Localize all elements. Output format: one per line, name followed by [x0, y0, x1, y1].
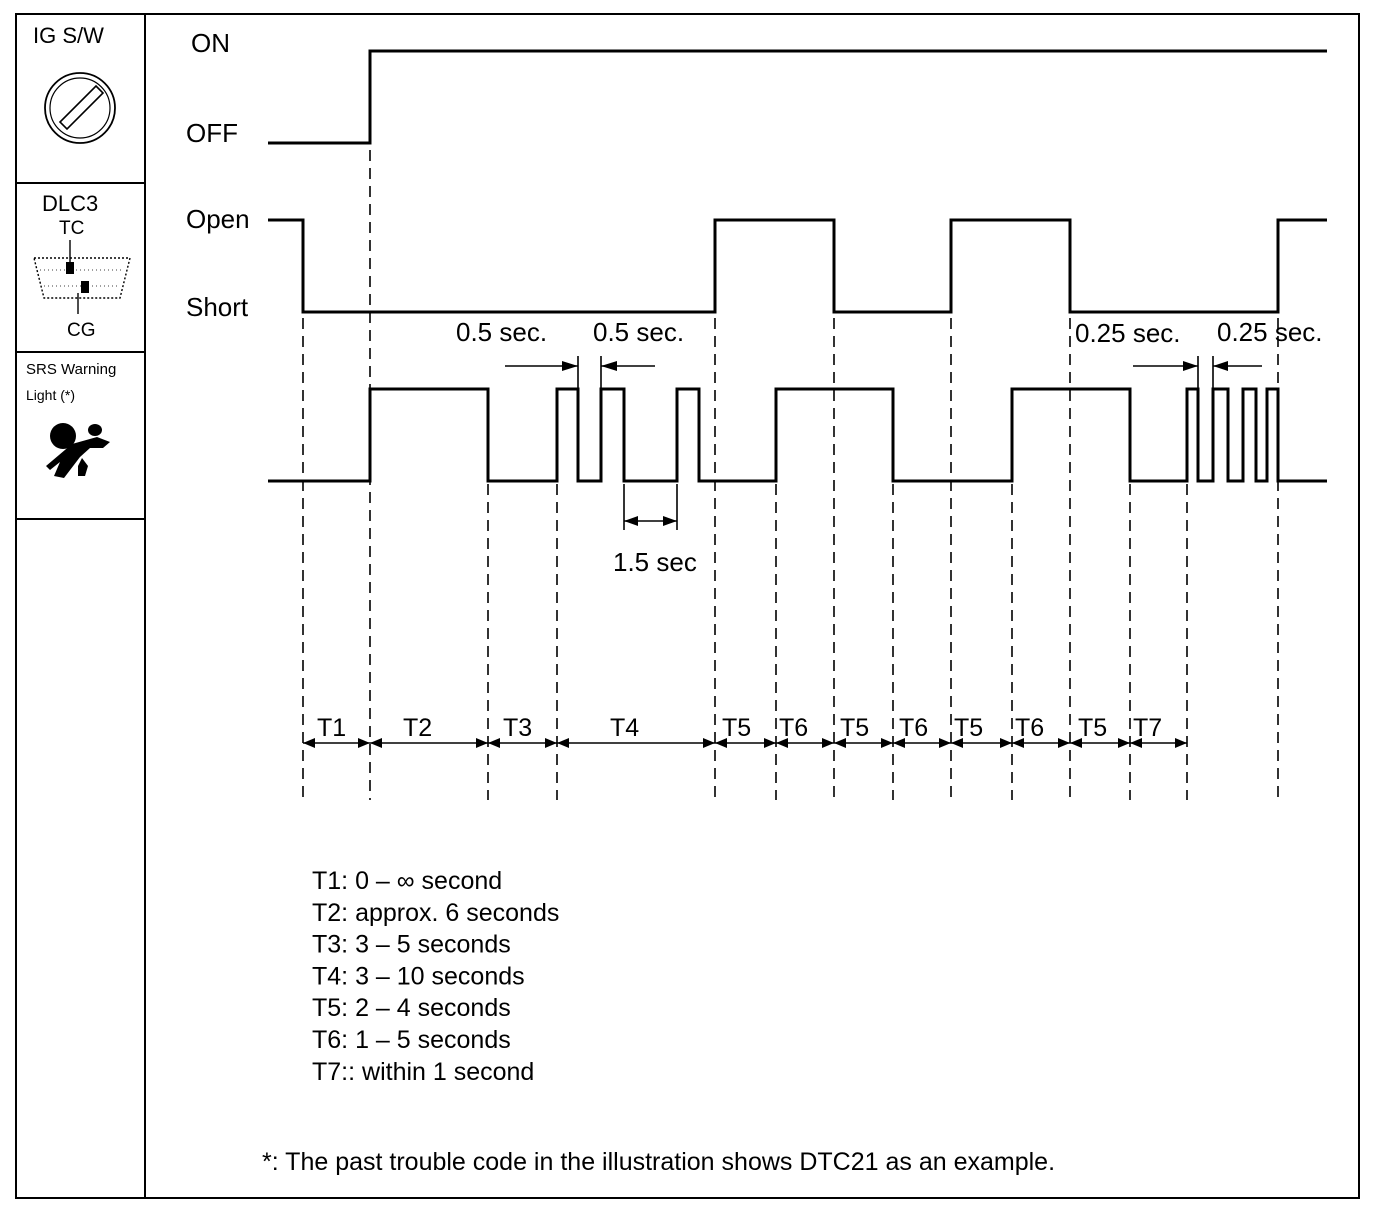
half-sec-dimension [505, 356, 655, 392]
srs-title: SRS Warning [26, 361, 116, 378]
ig-switch-title: IG S/W [33, 23, 104, 48]
interval-7: T5 [834, 714, 893, 748]
footnote: *: The past trouble code in the illustra… [262, 1148, 1055, 1176]
interval-arrowhead-left [776, 738, 788, 748]
interval-9: T5 [951, 714, 1012, 748]
ig-switch-waveform [268, 49, 1327, 145]
interval-arrowhead-right [1118, 738, 1130, 748]
one-half-sec-dimension [623, 484, 678, 530]
interval-arrowhead-left [834, 738, 846, 748]
interval-arrowhead-left [488, 738, 500, 748]
interval-label: T5 [1078, 714, 1107, 742]
interval-12: T7 [1130, 714, 1187, 748]
interval-8: T6 [893, 714, 951, 748]
interval-label: T4 [610, 714, 639, 742]
srs-warning-waveform [268, 387, 1327, 483]
interval-arrowhead-right [358, 738, 370, 748]
interval-label: T3 [503, 714, 532, 742]
interval-3: T3 [488, 714, 557, 748]
srs-title-line2: Light (*) [26, 387, 75, 403]
airbag-warning-icon [46, 423, 110, 478]
interval-arrowhead-left [370, 738, 382, 748]
dlc3-waveform [268, 218, 1327, 314]
interval-label: T6 [899, 714, 928, 742]
interval-arrowhead-right [703, 738, 715, 748]
legend-line: T4: 3 – 10 seconds [312, 962, 525, 990]
interval-arrowhead-left [557, 738, 569, 748]
legend-line: T5: 2 – 4 seconds [312, 994, 511, 1022]
ig-off-label: OFF [186, 118, 238, 148]
legend-line: T1: 0 – ∞ second [312, 867, 502, 895]
interval-10: T6 [1012, 714, 1070, 748]
quarter-sec-dimension [1133, 356, 1262, 392]
ignition-switch-icon [44, 72, 116, 144]
interval-label: T7 [1133, 714, 1162, 742]
ig-on-label: ON [191, 28, 230, 58]
interval-arrowhead-right [545, 738, 557, 748]
interval-arrowhead-left [303, 738, 315, 748]
interval-arrowhead-right [881, 738, 893, 748]
interval-arrowhead-right [939, 738, 951, 748]
interval-arrowhead-right [476, 738, 488, 748]
legend-line: T7:: within 1 second [312, 1058, 534, 1086]
interval-arrowhead-left [715, 738, 727, 748]
interval-5: T5 [715, 714, 776, 748]
interval-arrowhead-right [764, 738, 776, 748]
interval-arrowhead-left [893, 738, 905, 748]
dlc3-title: DLC3 [42, 191, 98, 216]
interval-dimensions: T1 T2 T3 T4 T5 T6 T5 T6 T5 T6 T5 T7 [303, 714, 1187, 748]
interval-arrowhead-left [1130, 738, 1142, 748]
legend-line: T6: 1 – 5 seconds [312, 1026, 511, 1054]
interval-arrowhead-right [822, 738, 834, 748]
timing-guides [302, 150, 1279, 800]
legend-line: T2: approx. 6 seconds [312, 899, 559, 927]
interval-label: T5 [722, 714, 751, 742]
interval-11: T5 [1070, 714, 1130, 748]
quarter-sec-right-label: 0.25 sec. [1217, 317, 1323, 347]
interval-6: T6 [776, 714, 834, 748]
interval-label: T5 [840, 714, 869, 742]
interval-arrowhead-left [1012, 738, 1024, 748]
dlc3-tc-label: TC [59, 218, 84, 239]
dlc3-connector-icon [33, 240, 131, 314]
interval-arrowhead-right [1175, 738, 1187, 748]
interval-label: T6 [779, 714, 808, 742]
interval-2: T2 [370, 714, 488, 748]
interval-label: T5 [954, 714, 983, 742]
interval-arrowhead-left [951, 738, 963, 748]
outer-frame [15, 13, 1360, 1199]
dlc3-open-label: Open [186, 204, 250, 234]
interval-arrowhead-right [1000, 738, 1012, 748]
interval-label: T6 [1015, 714, 1044, 742]
one-half-sec-label: 1.5 sec [613, 547, 697, 577]
dlc3-short-label: Short [186, 292, 249, 322]
quarter-sec-left-label: 0.25 sec. [1075, 318, 1181, 348]
interval-arrowhead-left [1070, 738, 1082, 748]
interval-4: T4 [557, 714, 715, 748]
interval-1: T1 [303, 714, 370, 748]
half-sec-left-label: 0.5 sec. [456, 317, 547, 347]
half-sec-right-label: 0.5 sec. [593, 317, 684, 347]
interval-label: T2 [403, 714, 432, 742]
legend-line: T3: 3 – 5 seconds [312, 931, 511, 959]
interval-label: T1 [317, 714, 346, 742]
dlc3-cg-label: CG [67, 320, 96, 341]
interval-arrowhead-right [1058, 738, 1070, 748]
